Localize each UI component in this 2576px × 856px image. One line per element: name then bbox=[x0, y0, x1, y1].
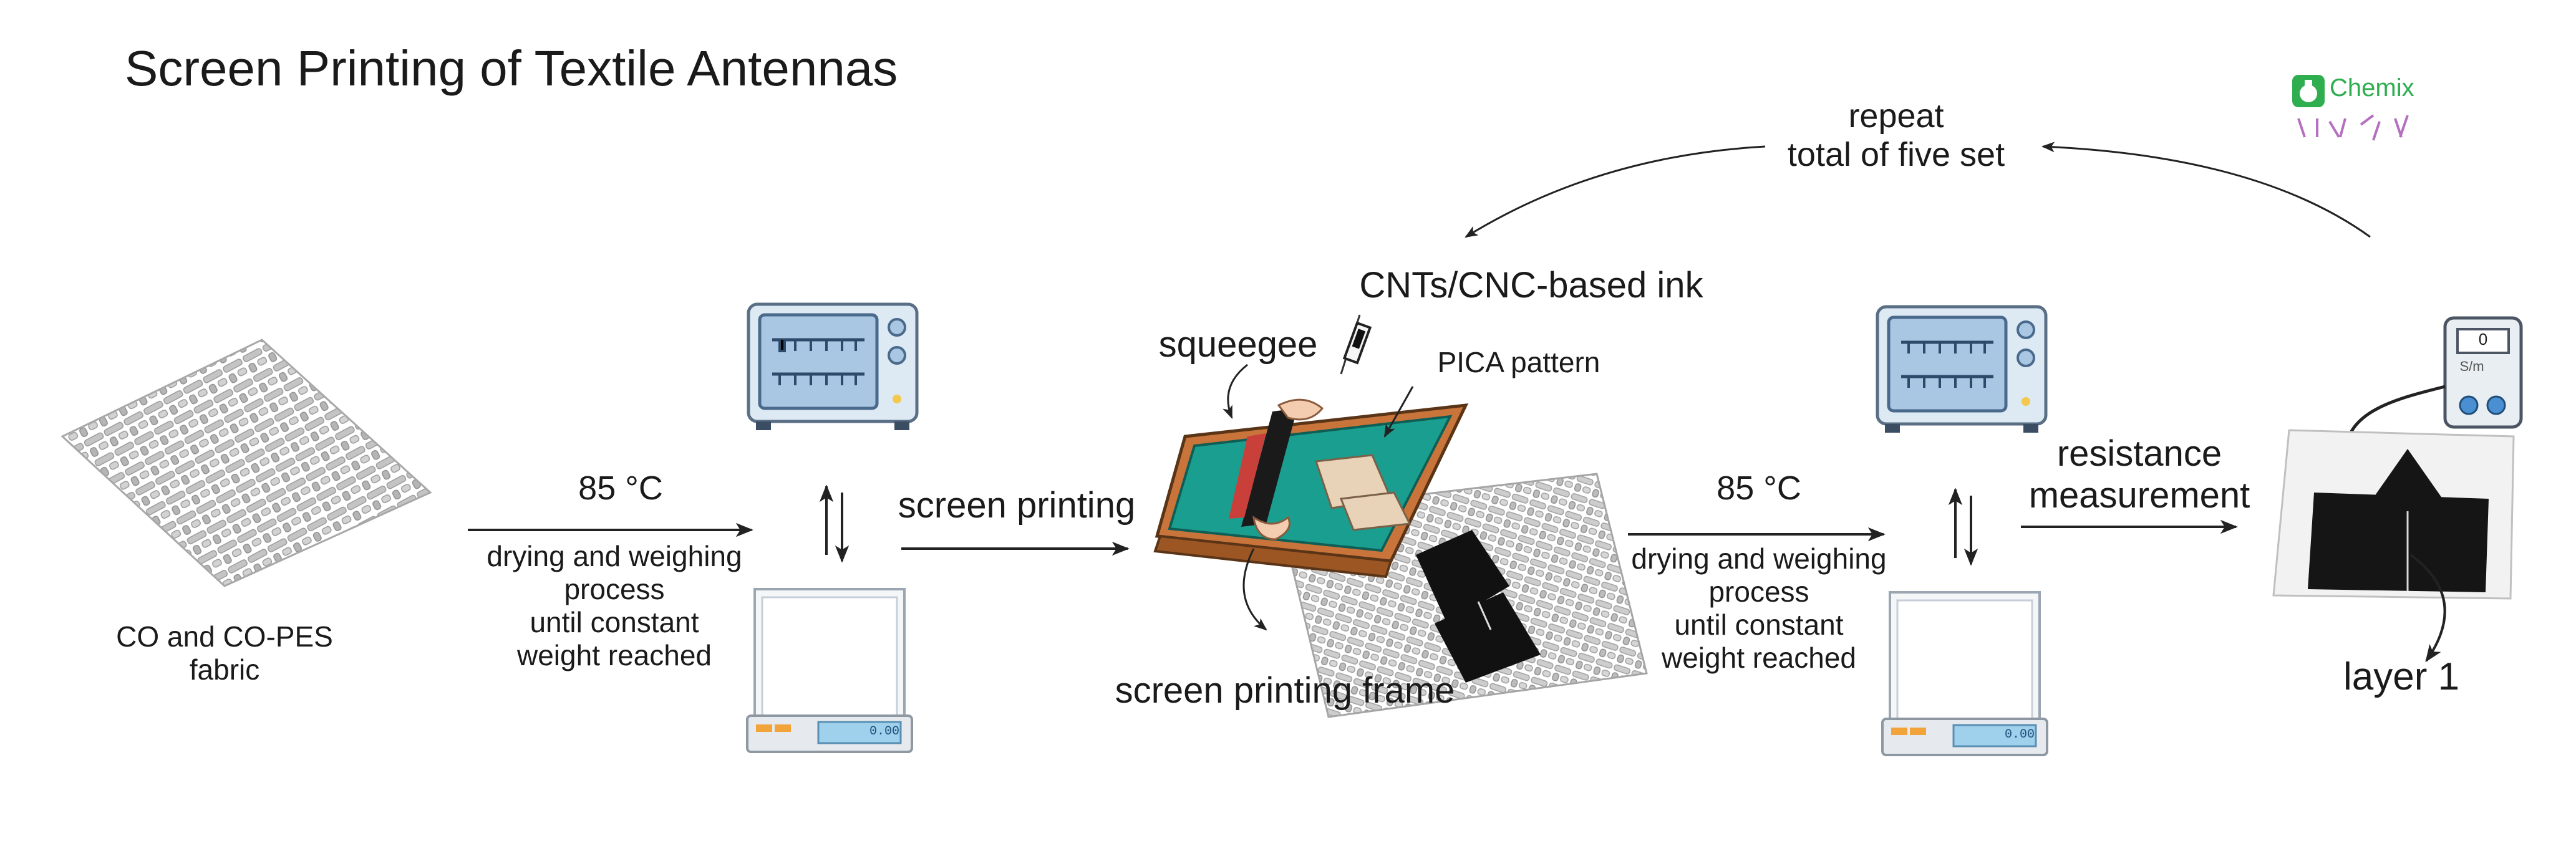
drying-line: process bbox=[1708, 575, 1809, 608]
measurement-label-line2: measurement bbox=[2028, 474, 2250, 516]
drying-description: drying and weighing process until consta… bbox=[465, 540, 764, 672]
frame-label: screen printing frame bbox=[1115, 670, 1455, 711]
conductivity-meter bbox=[2343, 316, 2523, 456]
screen-printing-label: screen printing bbox=[898, 485, 1136, 526]
drying-description: drying and weighing process until consta… bbox=[1609, 542, 1909, 675]
meter-unit: S/m bbox=[2459, 358, 2484, 374]
repeat-label-line1: repeat bbox=[1848, 97, 1944, 135]
squeegee bbox=[1229, 398, 1324, 541]
layer-label: layer 1 bbox=[2343, 655, 2460, 698]
temperature-label: 85 °C bbox=[578, 469, 663, 507]
logo-brand: Chemix bbox=[2330, 74, 2414, 102]
repeat-arrow-left bbox=[1465, 145, 1766, 238]
chemix-logo bbox=[2292, 75, 2409, 141]
scale-display: 0.00 bbox=[869, 724, 899, 739]
drying-line: weight reached bbox=[1662, 641, 1856, 674]
screen-printing-illustration bbox=[1153, 314, 1648, 718]
drying-line: weight reached bbox=[517, 638, 712, 671]
repeat-label: repeat total of five set bbox=[1778, 97, 2015, 174]
frame-pointer bbox=[1242, 548, 1267, 631]
repeat-label-line2: total of five set bbox=[1787, 136, 2005, 174]
fabric-label-line1: CO and CO-PES bbox=[116, 620, 333, 653]
measurement-label: resistance measurement bbox=[2024, 433, 2255, 516]
fabric-label: CO and CO-PES fabric bbox=[87, 620, 362, 686]
squeegee-pointer bbox=[1223, 363, 1248, 419]
repeat-arrow-right bbox=[2041, 142, 2371, 238]
scale-icon bbox=[1881, 591, 2048, 756]
oven-icon bbox=[747, 302, 919, 430]
ink-syringe bbox=[1340, 314, 1372, 375]
transfer-arrows bbox=[819, 484, 850, 563]
squeegee-label: squeegee bbox=[1158, 324, 1318, 365]
drying-line: until constant bbox=[530, 605, 699, 638]
drying-line: until constant bbox=[1674, 608, 1844, 641]
pattern-pointer bbox=[1383, 386, 1414, 438]
drying-line: drying and weighing bbox=[487, 540, 742, 572]
measured-sample bbox=[2272, 429, 2515, 600]
pattern-label: PICA pattern bbox=[1437, 346, 1600, 378]
ink-label: CNTs/CNC-based ink bbox=[1359, 265, 1703, 305]
transfer-arrows bbox=[1948, 488, 1978, 566]
printed-antenna bbox=[1416, 530, 1541, 683]
fabric-illustration bbox=[61, 339, 432, 587]
fabric-label-line2: fabric bbox=[189, 653, 260, 686]
meter-reading: 0 bbox=[2478, 330, 2488, 349]
scale-display: 0.00 bbox=[2004, 728, 2035, 742]
page-title: Screen Printing of Textile Antennas bbox=[125, 41, 898, 96]
layer-arrow bbox=[2409, 554, 2446, 663]
measurement-label-line1: resistance bbox=[2056, 433, 2222, 474]
scale-icon bbox=[746, 588, 913, 753]
drying-line: drying and weighing bbox=[1631, 542, 1887, 575]
drying-line: process bbox=[564, 572, 665, 605]
oven-icon bbox=[1876, 305, 2048, 433]
temperature-label: 85 °C bbox=[1717, 469, 1801, 507]
